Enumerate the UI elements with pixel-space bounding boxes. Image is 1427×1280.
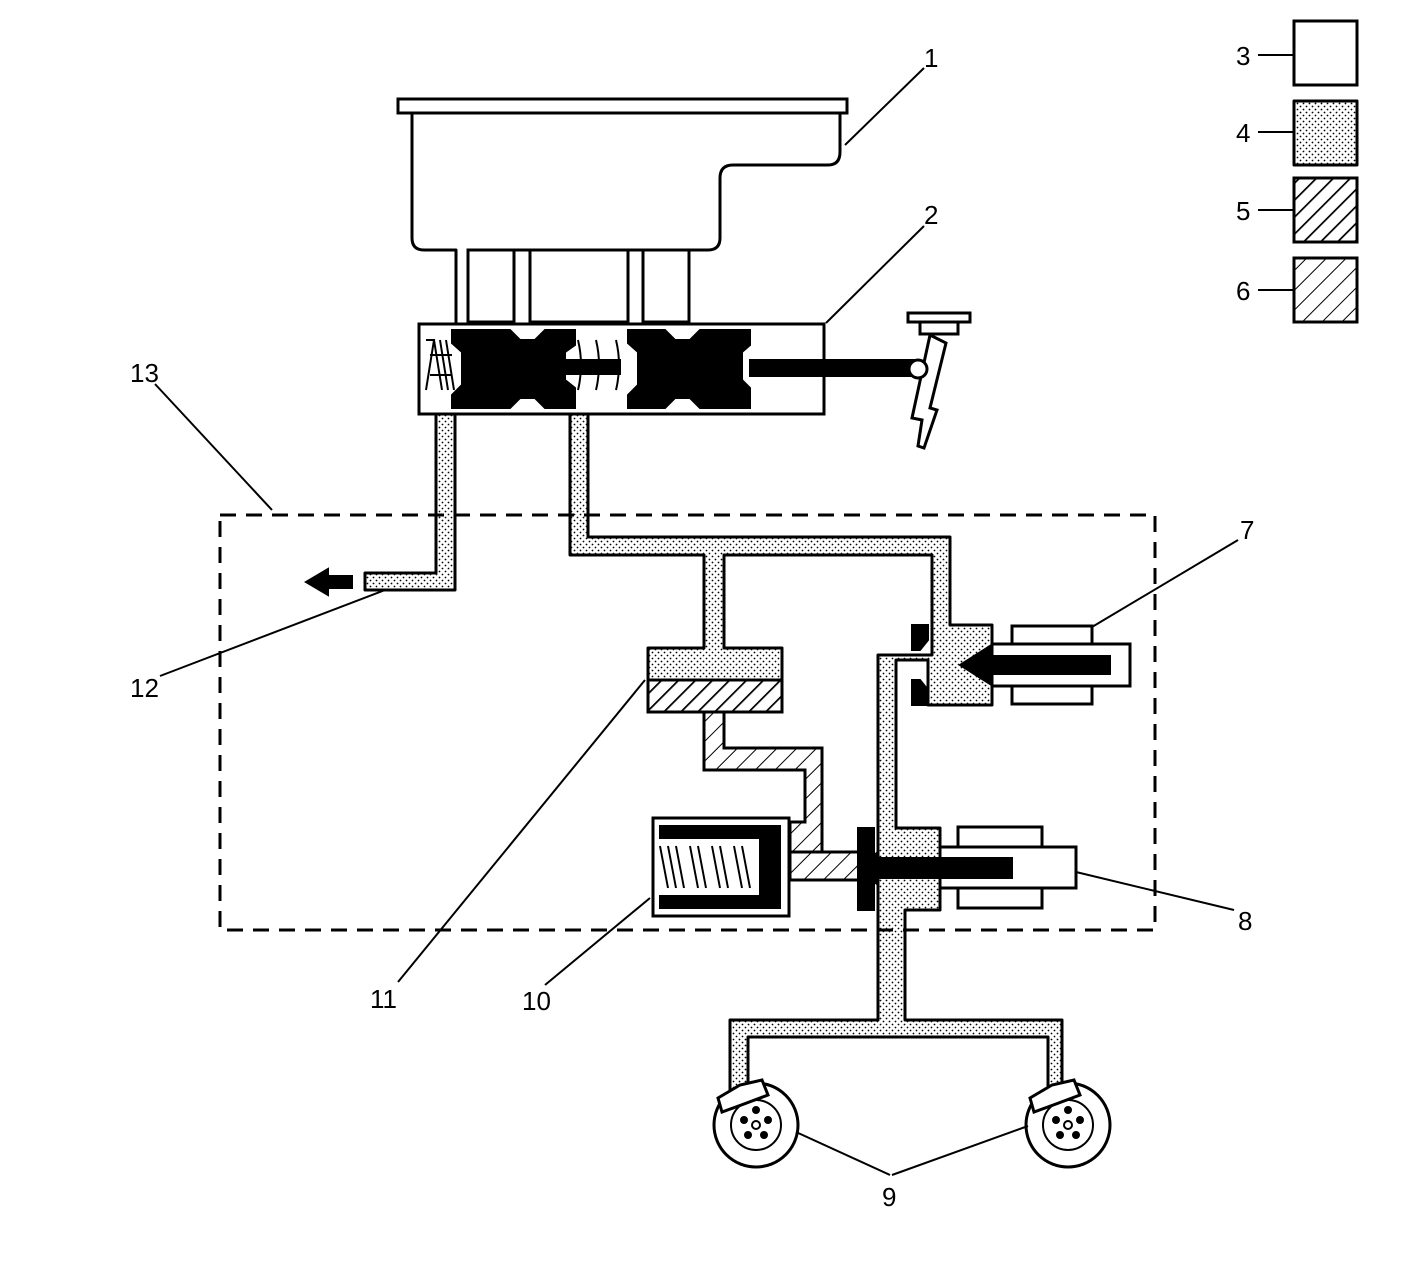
secondary-piston	[451, 329, 576, 409]
primary-piston	[627, 329, 751, 409]
callout-8: 8	[1238, 906, 1252, 936]
solenoid-valve-7	[911, 624, 1132, 706]
legend-swatch-3	[1292, 19, 1359, 87]
callout-13: 13	[130, 358, 159, 388]
callout-2: 2	[924, 200, 938, 230]
flow-arrow-left-icon	[304, 567, 353, 597]
callout-4: 4	[1236, 118, 1250, 148]
leader-lines	[154, 67, 1239, 1176]
legend-swatch-6	[1292, 256, 1359, 324]
callout-5: 5	[1236, 196, 1250, 226]
legend-swatch-4	[1292, 99, 1359, 167]
wheel-brake-left	[712, 1078, 800, 1169]
callout-10: 10	[522, 986, 551, 1016]
master-cylinder	[417, 322, 919, 416]
brake-pedal	[906, 311, 972, 450]
callout-6: 6	[1236, 276, 1250, 306]
callout-12: 12	[130, 673, 159, 703]
legend-swatch-5	[1292, 176, 1359, 244]
valve-11	[646, 678, 824, 854]
callout-3: 3	[1236, 41, 1250, 71]
master-cylinder-spring-front	[425, 339, 455, 391]
legend	[1258, 19, 1359, 324]
callout-7: 7	[1240, 515, 1254, 545]
wheel-brake-right	[1024, 1078, 1112, 1169]
callout-11: 11	[370, 984, 397, 1014]
fluid-reservoir	[396, 97, 849, 324]
push-rod	[749, 359, 919, 377]
solenoid-valve-8	[856, 825, 1078, 911]
callout-9: 9	[882, 1182, 896, 1212]
accumulator	[651, 816, 872, 918]
callout-1: 1	[924, 43, 938, 73]
